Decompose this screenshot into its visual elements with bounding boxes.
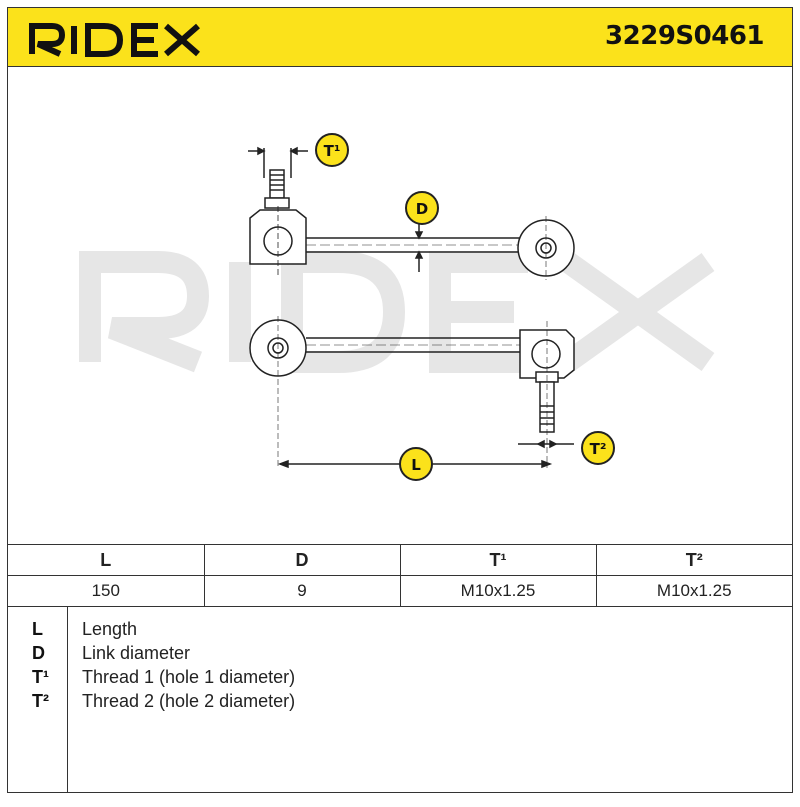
callout-t1: T¹ [315, 133, 349, 167]
watermark-logo [79, 251, 715, 373]
callout-t2: T² [581, 431, 615, 465]
legend-divider [67, 607, 68, 792]
svg-text:L: L [411, 456, 421, 474]
upper-link-view [248, 146, 575, 280]
technical-drawing: T¹ D T² L [79, 133, 715, 481]
legend-desc: Link diameter [82, 643, 191, 663]
value-cell-t1: M10x1.25 [399, 575, 597, 607]
spec-table: L D T¹ T² 150 9 M10x1.25 M10x1.25 [8, 544, 792, 607]
legend-item: L Length [8, 619, 792, 643]
legend-key: L [32, 619, 43, 639]
part-number: 3229S0461 [605, 21, 764, 51]
brand-logo [29, 23, 200, 57]
header-cell-t2: T² [595, 544, 792, 576]
header-cell-d: D [203, 544, 401, 576]
value-cell-t2: M10x1.25 [595, 575, 792, 607]
legend-item: T¹ Thread 1 (hole 1 diameter) [8, 667, 792, 691]
legend-key: T² [32, 691, 49, 711]
svg-text:T¹: T¹ [324, 142, 341, 160]
legend-desc: Length [82, 619, 138, 639]
header-cell-l: L [8, 544, 205, 576]
header-cell-t1: T¹ [399, 544, 597, 576]
value-cell-l: 150 [8, 575, 205, 607]
header-bar: 3229S0461 [8, 8, 792, 67]
spec-table-header: L D T¹ T² [8, 544, 792, 576]
callout-l: L [399, 447, 433, 481]
legend-desc: Thread 1 (hole 1 diameter) [82, 667, 296, 687]
svg-text:D: D [416, 200, 428, 218]
product-sheet: 3229S0461 [7, 7, 793, 793]
legend-key: D [32, 643, 45, 663]
value-cell-d: 9 [203, 575, 401, 607]
legend-item: T² Thread 2 (hole 2 diameter) [8, 691, 792, 715]
legend-desc: Thread 2 (hole 2 diameter) [82, 691, 296, 711]
legend: L Length D Link diameter T¹ Thread 1 (ho… [8, 607, 792, 792]
lower-link-view [249, 316, 575, 469]
spec-table-row: 150 9 M10x1.25 M10x1.25 [8, 575, 792, 607]
callout-d: D [405, 191, 439, 225]
legend-key: T¹ [32, 667, 49, 687]
svg-text:T²: T² [590, 440, 607, 458]
legend-item: D Link diameter [8, 643, 792, 667]
